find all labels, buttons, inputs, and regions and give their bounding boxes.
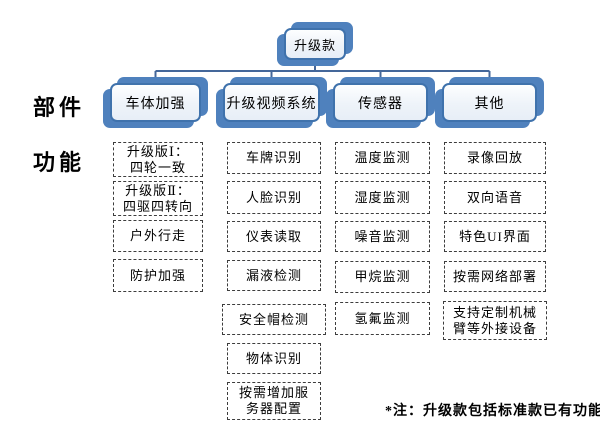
feature-box: 双向语音 xyxy=(444,181,546,214)
feature-box: 支持定制机械 臂等外接设备 xyxy=(443,301,547,340)
branch-node-others: 其他 xyxy=(435,77,544,128)
branch-node-video-system: 升级视频系统 xyxy=(216,77,327,128)
feature-box: 按需增加服 务器配置 xyxy=(227,382,321,420)
feature-box: 仪表读取 xyxy=(227,221,321,252)
branch-node-label: 传感器 xyxy=(333,83,428,122)
feature-box: 漏液检测 xyxy=(227,260,321,291)
row-label-functions: 功能 xyxy=(33,150,86,175)
footnote: *注：升级款包括标准款已有功能 xyxy=(385,404,600,419)
branch-node-label: 其他 xyxy=(442,83,537,122)
branch-node-car-body: 车体加强 xyxy=(103,77,208,128)
feature-box: 升级版Ⅰ： 四轮一致 xyxy=(113,142,203,177)
feature-box: 物体识别 xyxy=(227,343,321,374)
feature-box: 噪音监测 xyxy=(335,221,430,252)
branch-node-label: 升级视频系统 xyxy=(223,83,320,122)
feature-box: 湿度监测 xyxy=(335,181,430,214)
root-node: 升级款 xyxy=(277,22,353,66)
row-label-parts: 部件 xyxy=(33,95,86,120)
feature-box: 安全帽检测 xyxy=(222,304,326,335)
branch-node-sensors: 传感器 xyxy=(326,77,435,128)
feature-box: 按需网络部署 xyxy=(444,261,546,292)
feature-box: 甲烷监测 xyxy=(335,261,430,293)
feature-box: 防护加强 xyxy=(113,259,203,292)
branch-node-label: 车体加强 xyxy=(110,83,201,122)
feature-box: 温度监测 xyxy=(335,142,430,174)
feature-box: 氢氟监测 xyxy=(335,302,430,335)
feature-box: 户外行走 xyxy=(113,220,203,252)
feature-box: 录像回放 xyxy=(444,142,546,174)
feature-box: 车牌识别 xyxy=(227,142,321,174)
feature-box: 特色UI界面 xyxy=(444,221,546,252)
root-node-label: 升级款 xyxy=(284,28,346,60)
feature-box: 升级版Ⅱ： 四驱四转向 xyxy=(113,181,203,216)
feature-box: 人脸识别 xyxy=(227,181,321,214)
